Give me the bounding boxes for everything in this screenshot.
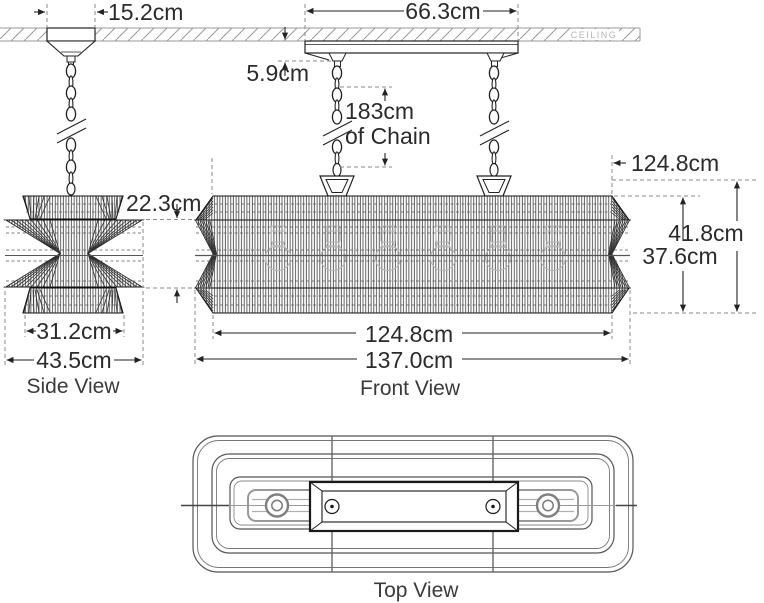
dim-canopy-drop: 5.9cm bbox=[246, 60, 309, 86]
side-canopy bbox=[45, 27, 97, 67]
dim-chain-length-line2: of Chain bbox=[345, 123, 431, 149]
side-hidden-lines bbox=[6, 203, 142, 306]
ceiling-label-backing bbox=[569, 29, 619, 40]
side-middle-fans bbox=[5, 219, 143, 288]
front-hidden-lines bbox=[196, 203, 629, 306]
dim-front-top-width: 124.8cm bbox=[631, 150, 719, 176]
ceiling-label: CEILING bbox=[571, 30, 618, 40]
dim-front-overall-width: 137.0cm bbox=[365, 347, 453, 373]
front-top-fans bbox=[196, 197, 629, 220]
dim-side-overall-width: 43.5cm bbox=[36, 347, 111, 373]
side-bottom-fans bbox=[23, 289, 123, 313]
dim-chain-length-line1: 183cm bbox=[345, 98, 414, 124]
front-middle-fans bbox=[195, 220, 630, 288]
front-bottom-fans bbox=[196, 289, 629, 312]
dim-front-bottom-width: 124.8cm bbox=[365, 321, 453, 347]
dim-front-overall-height: 41.8cm bbox=[668, 220, 743, 246]
side-fixture bbox=[3, 195, 145, 314]
front-view-label: Front View bbox=[360, 377, 461, 400]
topview-chain-rings bbox=[264, 493, 561, 518]
top-view-label: Top View bbox=[374, 579, 460, 602]
dim-side-middle-band-height: 22.3cm bbox=[126, 190, 201, 216]
side-view-label: Side View bbox=[26, 375, 120, 398]
topview-cross-rails bbox=[331, 436, 494, 572]
dim-side-canopy-width: 15.2cm bbox=[108, 0, 183, 25]
side-chain bbox=[56, 63, 87, 196]
front-view bbox=[194, 40, 631, 314]
topview-canopy-plate bbox=[308, 480, 520, 533]
dimension-annotations: 15.2cm 66.3cm 5.9cm 183cm of Chain 22.3c… bbox=[4, 0, 757, 373]
extension-lines bbox=[4, 4, 757, 366]
front-chain-left bbox=[322, 65, 353, 178]
side-view bbox=[3, 27, 145, 314]
dim-front-shade-height: 37.6cm bbox=[642, 243, 717, 269]
front-hanger-brackets bbox=[319, 175, 512, 197]
front-chain-right bbox=[479, 65, 510, 178]
front-fixture bbox=[194, 195, 631, 314]
front-canopy bbox=[304, 40, 519, 67]
ceiling-band: CEILING bbox=[0, 27, 641, 42]
dimension-lines bbox=[6, 7, 741, 364]
top-view bbox=[181, 435, 637, 573]
side-top-fans bbox=[23, 196, 123, 219]
dim-front-canopy-width: 66.3cm bbox=[405, 0, 480, 24]
dim-side-inner-width: 31.2cm bbox=[36, 318, 111, 344]
